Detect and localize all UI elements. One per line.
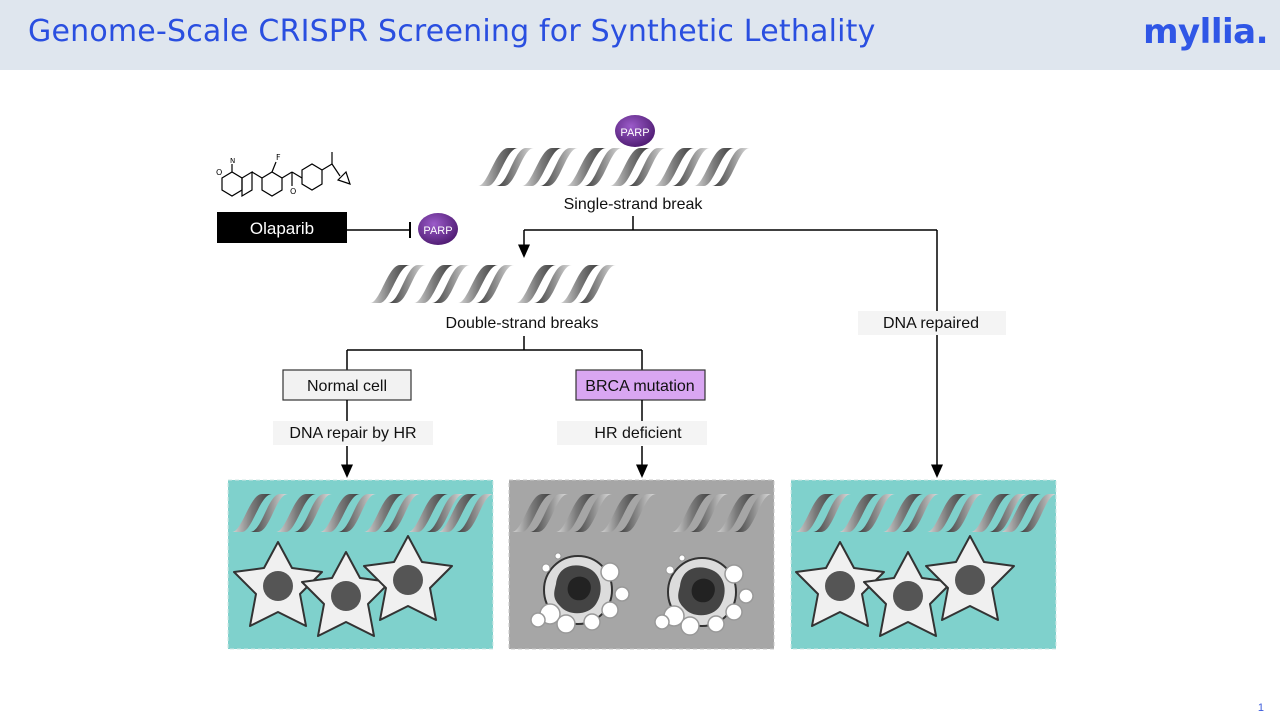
dna-helix-double-break [370,265,616,303]
page-number: 1 [1257,702,1264,714]
normal-cell-label: Normal cell [307,378,387,395]
dying-cells-panel [508,479,775,650]
dna-repaired-box [858,311,1006,335]
svg-text:N: N [230,157,235,165]
dna-repair-hr-box [273,421,433,445]
parp-bound-label: PARP [620,127,649,139]
slide-header: Genome-Scale CRISPR Screening for Synthe… [0,0,1280,70]
svg-text:F: F [276,153,281,162]
brca-mutation-label: BRCA mutation [585,378,694,395]
normal-cell-box [282,369,412,401]
dna-repair-hr-label: DNA repair by HR [289,425,416,442]
dna-helix-top [478,148,750,186]
hr-deficient-label: HR deficient [594,425,682,442]
dna-repaired-label: DNA repaired [883,315,979,332]
olaparib-structure-icon [221,152,351,198]
double-strand-breaks-label: Double-strand breaks [446,315,599,332]
healthy-cells-panel-right [790,479,1057,650]
brca-mutation-box [575,369,706,401]
myllia-logo: myllia. [1143,12,1268,52]
svg-text:O: O [290,187,296,196]
parp-inhibited-icon [418,213,458,245]
parp-bound-icon [615,115,655,147]
single-strand-break-label: Single-strand break [564,196,704,213]
svg-text:O: O [216,168,222,177]
olaparib-label: Olaparib [250,219,314,238]
olaparib-box [217,212,347,243]
healthy-cells-panel-left [227,479,494,650]
slide-title: Genome-Scale CRISPR Screening for Synthe… [28,14,876,49]
parp-inhibited-label: PARP [423,225,452,237]
hr-deficient-box [557,421,707,445]
